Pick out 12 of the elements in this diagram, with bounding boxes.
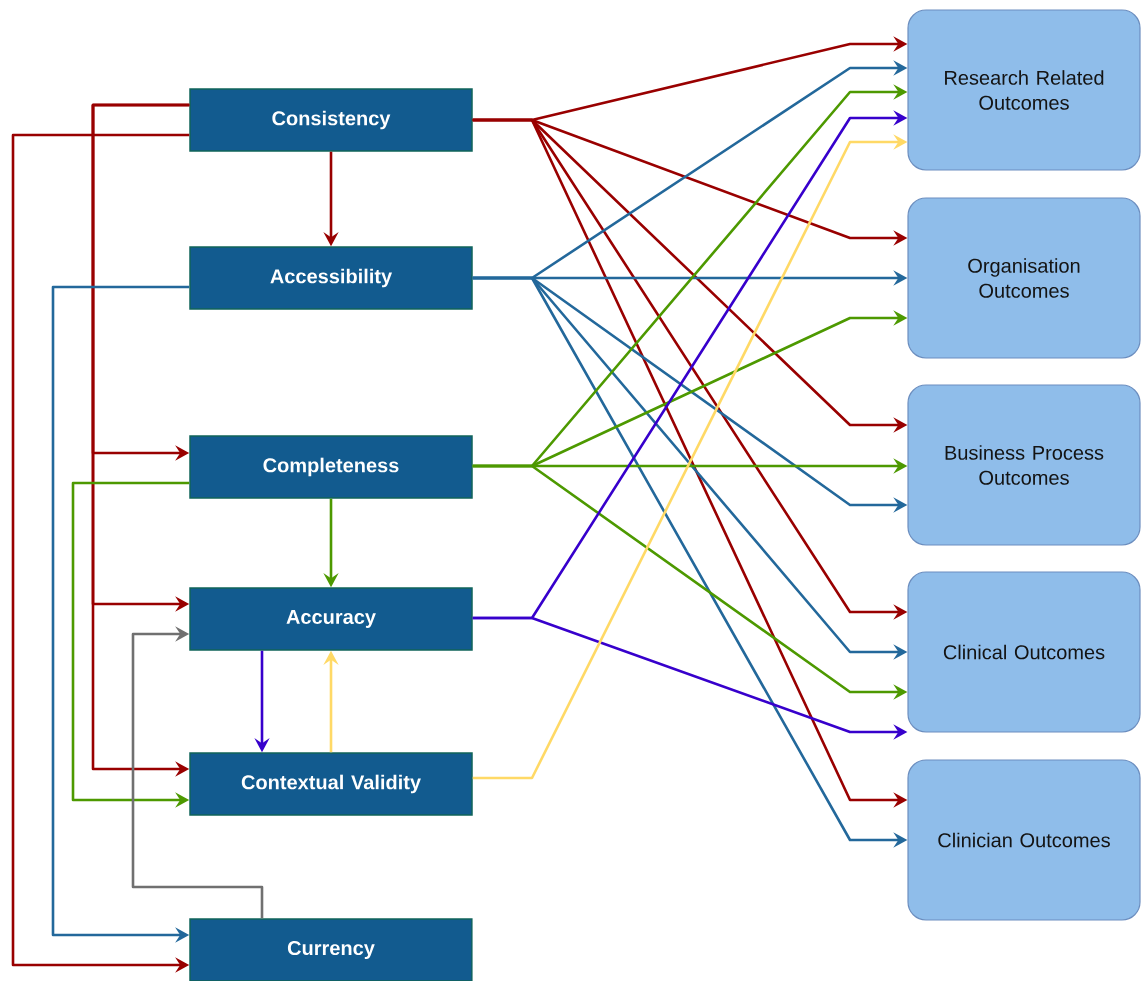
outcome-box: Business Process Outcomes [907, 384, 1141, 546]
outcome-box: Research Related Outcomes [907, 9, 1141, 171]
quality-box: Currency [189, 918, 473, 981]
quality-box: Consistency [189, 88, 473, 152]
arrow [131, 626, 264, 919]
quality-box: Contextual Validity [189, 752, 473, 816]
quality-box: Completeness [189, 435, 473, 499]
outcome-box: Clinical Outcomes [907, 571, 1141, 733]
outcome-box: Clinician Outcomes [907, 759, 1141, 921]
quality-box: Accessibility [189, 246, 473, 310]
quality-box: Accuracy [189, 587, 473, 651]
outcome-box: Organisation Outcomes [907, 197, 1141, 359]
